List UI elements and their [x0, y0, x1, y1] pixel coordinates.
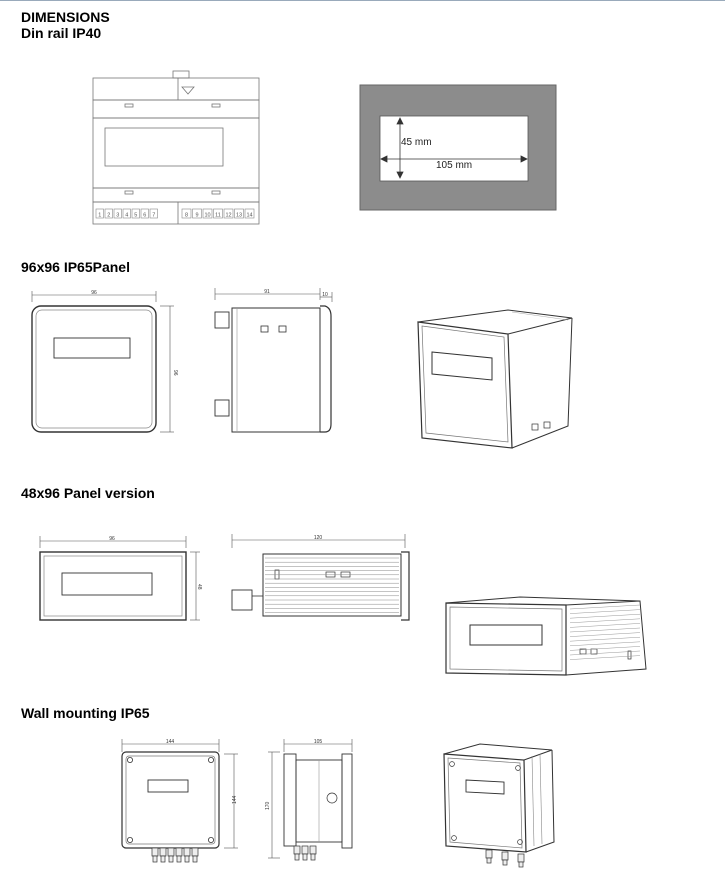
- terminal-number: 1: [98, 213, 101, 219]
- cable-gland-nut: [518, 861, 524, 868]
- cooling-fin: [569, 609, 641, 614]
- cable-gland-nut: [486, 857, 492, 864]
- terminal-number: 13: [236, 213, 242, 219]
- cable-gland: [309, 845, 317, 855]
- panel96-front-drawing: 96 96: [31, 290, 178, 433]
- cooling-fin: [569, 650, 641, 656]
- terminal-box: [223, 208, 234, 219]
- terminal-box: [213, 208, 223, 219]
- cable-gland: [183, 847, 191, 857]
- cutout-height-label: 45 mm: [401, 137, 432, 148]
- cable-gland: [517, 853, 525, 863]
- terminal-box: [140, 208, 149, 219]
- cable-gland: [191, 847, 199, 857]
- panel96-depth-label: 91: [264, 289, 270, 295]
- terminal-box: [95, 208, 104, 219]
- wall-side-drawing: 105 170: [265, 739, 353, 861]
- section-heading-96x96: 96x96 IP65Panel: [21, 259, 130, 275]
- wall-depth-label: 105: [314, 739, 323, 745]
- cable-gland-nut: [294, 853, 300, 861]
- panel96-flange-label: 10: [322, 292, 328, 298]
- terminal-number: 9: [195, 213, 198, 219]
- panel48-width-label: 96: [109, 536, 115, 542]
- cooling-fin: [569, 655, 641, 660]
- cable-gland: [167, 847, 175, 857]
- terminal-number: 5: [134, 213, 137, 219]
- panel96-isometric-drawing: [417, 309, 573, 449]
- cable-gland: [151, 847, 159, 857]
- terminal-box: [104, 208, 113, 219]
- wall-isometric-drawing: [443, 743, 555, 868]
- cable-gland-nut: [160, 855, 166, 863]
- terminal-number: 10: [204, 213, 210, 219]
- cooling-fin: [569, 636, 641, 642]
- din-rail-cutout-drawing: 45 mm 105 mm: [359, 84, 557, 211]
- panel96-height-label: 96: [172, 370, 178, 376]
- terminal-number: 3: [116, 213, 119, 219]
- cooling-fin: [569, 604, 641, 610]
- terminal-number: 14: [246, 213, 252, 219]
- cable-gland-nut: [176, 855, 182, 863]
- panel48-depth-label: 120: [314, 535, 323, 541]
- cable-gland: [301, 845, 309, 855]
- terminal-number: 12: [225, 213, 231, 219]
- cooling-fin: [569, 632, 641, 637]
- cooling-fin: [569, 618, 641, 624]
- panel96-side-drawing: 91 10: [214, 288, 333, 433]
- wall-front-drawing: 144 144: [121, 739, 238, 863]
- panel48-isometric-drawing: [445, 596, 647, 676]
- section-heading-48x96: 48x96 Panel version: [21, 485, 155, 501]
- terminal-number: 8: [185, 213, 188, 219]
- top-rule: [0, 0, 725, 1]
- panel48-front-drawing: 96 48: [39, 536, 202, 621]
- cooling-fin: [569, 646, 641, 651]
- cable-gland-nut: [168, 855, 174, 863]
- terminal-box: [202, 208, 213, 219]
- terminal-number: 2: [107, 213, 110, 219]
- wall-side-height-label: 170: [265, 801, 271, 810]
- terminal-number: 4: [125, 213, 128, 219]
- cooling-fin: [569, 623, 641, 628]
- cable-gland: [175, 847, 183, 857]
- cable-gland: [485, 849, 493, 859]
- panel48-height-label: 48: [196, 584, 202, 590]
- terminal-number: 6: [143, 213, 146, 219]
- terminal-box: [192, 208, 202, 219]
- cable-gland-nut: [302, 853, 308, 861]
- terminal-box: [131, 208, 140, 219]
- cutout-width-label: 105 mm: [436, 160, 472, 171]
- cooling-fin: [569, 627, 641, 633]
- cable-gland-nut: [184, 855, 190, 863]
- wall-height-label: 144: [232, 795, 238, 804]
- cable-gland-nut: [192, 855, 198, 863]
- cable-gland-nut: [310, 853, 316, 861]
- cable-gland: [501, 851, 509, 861]
- terminal-box: [234, 208, 244, 219]
- cooling-fin: [569, 641, 641, 647]
- terminal-box: [181, 208, 192, 219]
- wall-width-label: 144: [166, 739, 175, 745]
- terminal-box: [122, 208, 131, 219]
- cable-gland: [159, 847, 167, 857]
- page-title: DIMENSIONS: [21, 9, 110, 25]
- terminal-number: 11: [215, 213, 221, 219]
- panel48-side-drawing: 120: [231, 534, 410, 621]
- cable-gland-nut: [502, 859, 508, 866]
- cooling-fin: [569, 613, 641, 619]
- terminal-box: [149, 208, 158, 219]
- cable-gland-nut: [152, 855, 158, 863]
- terminal-box: [244, 208, 255, 219]
- panel96-width-label: 96: [91, 290, 97, 296]
- terminal-box: [113, 208, 122, 219]
- section-heading-din-rail: Din rail IP40: [21, 25, 102, 41]
- section-heading-wall: Wall mounting IP65: [21, 705, 150, 721]
- terminal-number: 7: [152, 213, 155, 219]
- cable-gland: [293, 845, 301, 855]
